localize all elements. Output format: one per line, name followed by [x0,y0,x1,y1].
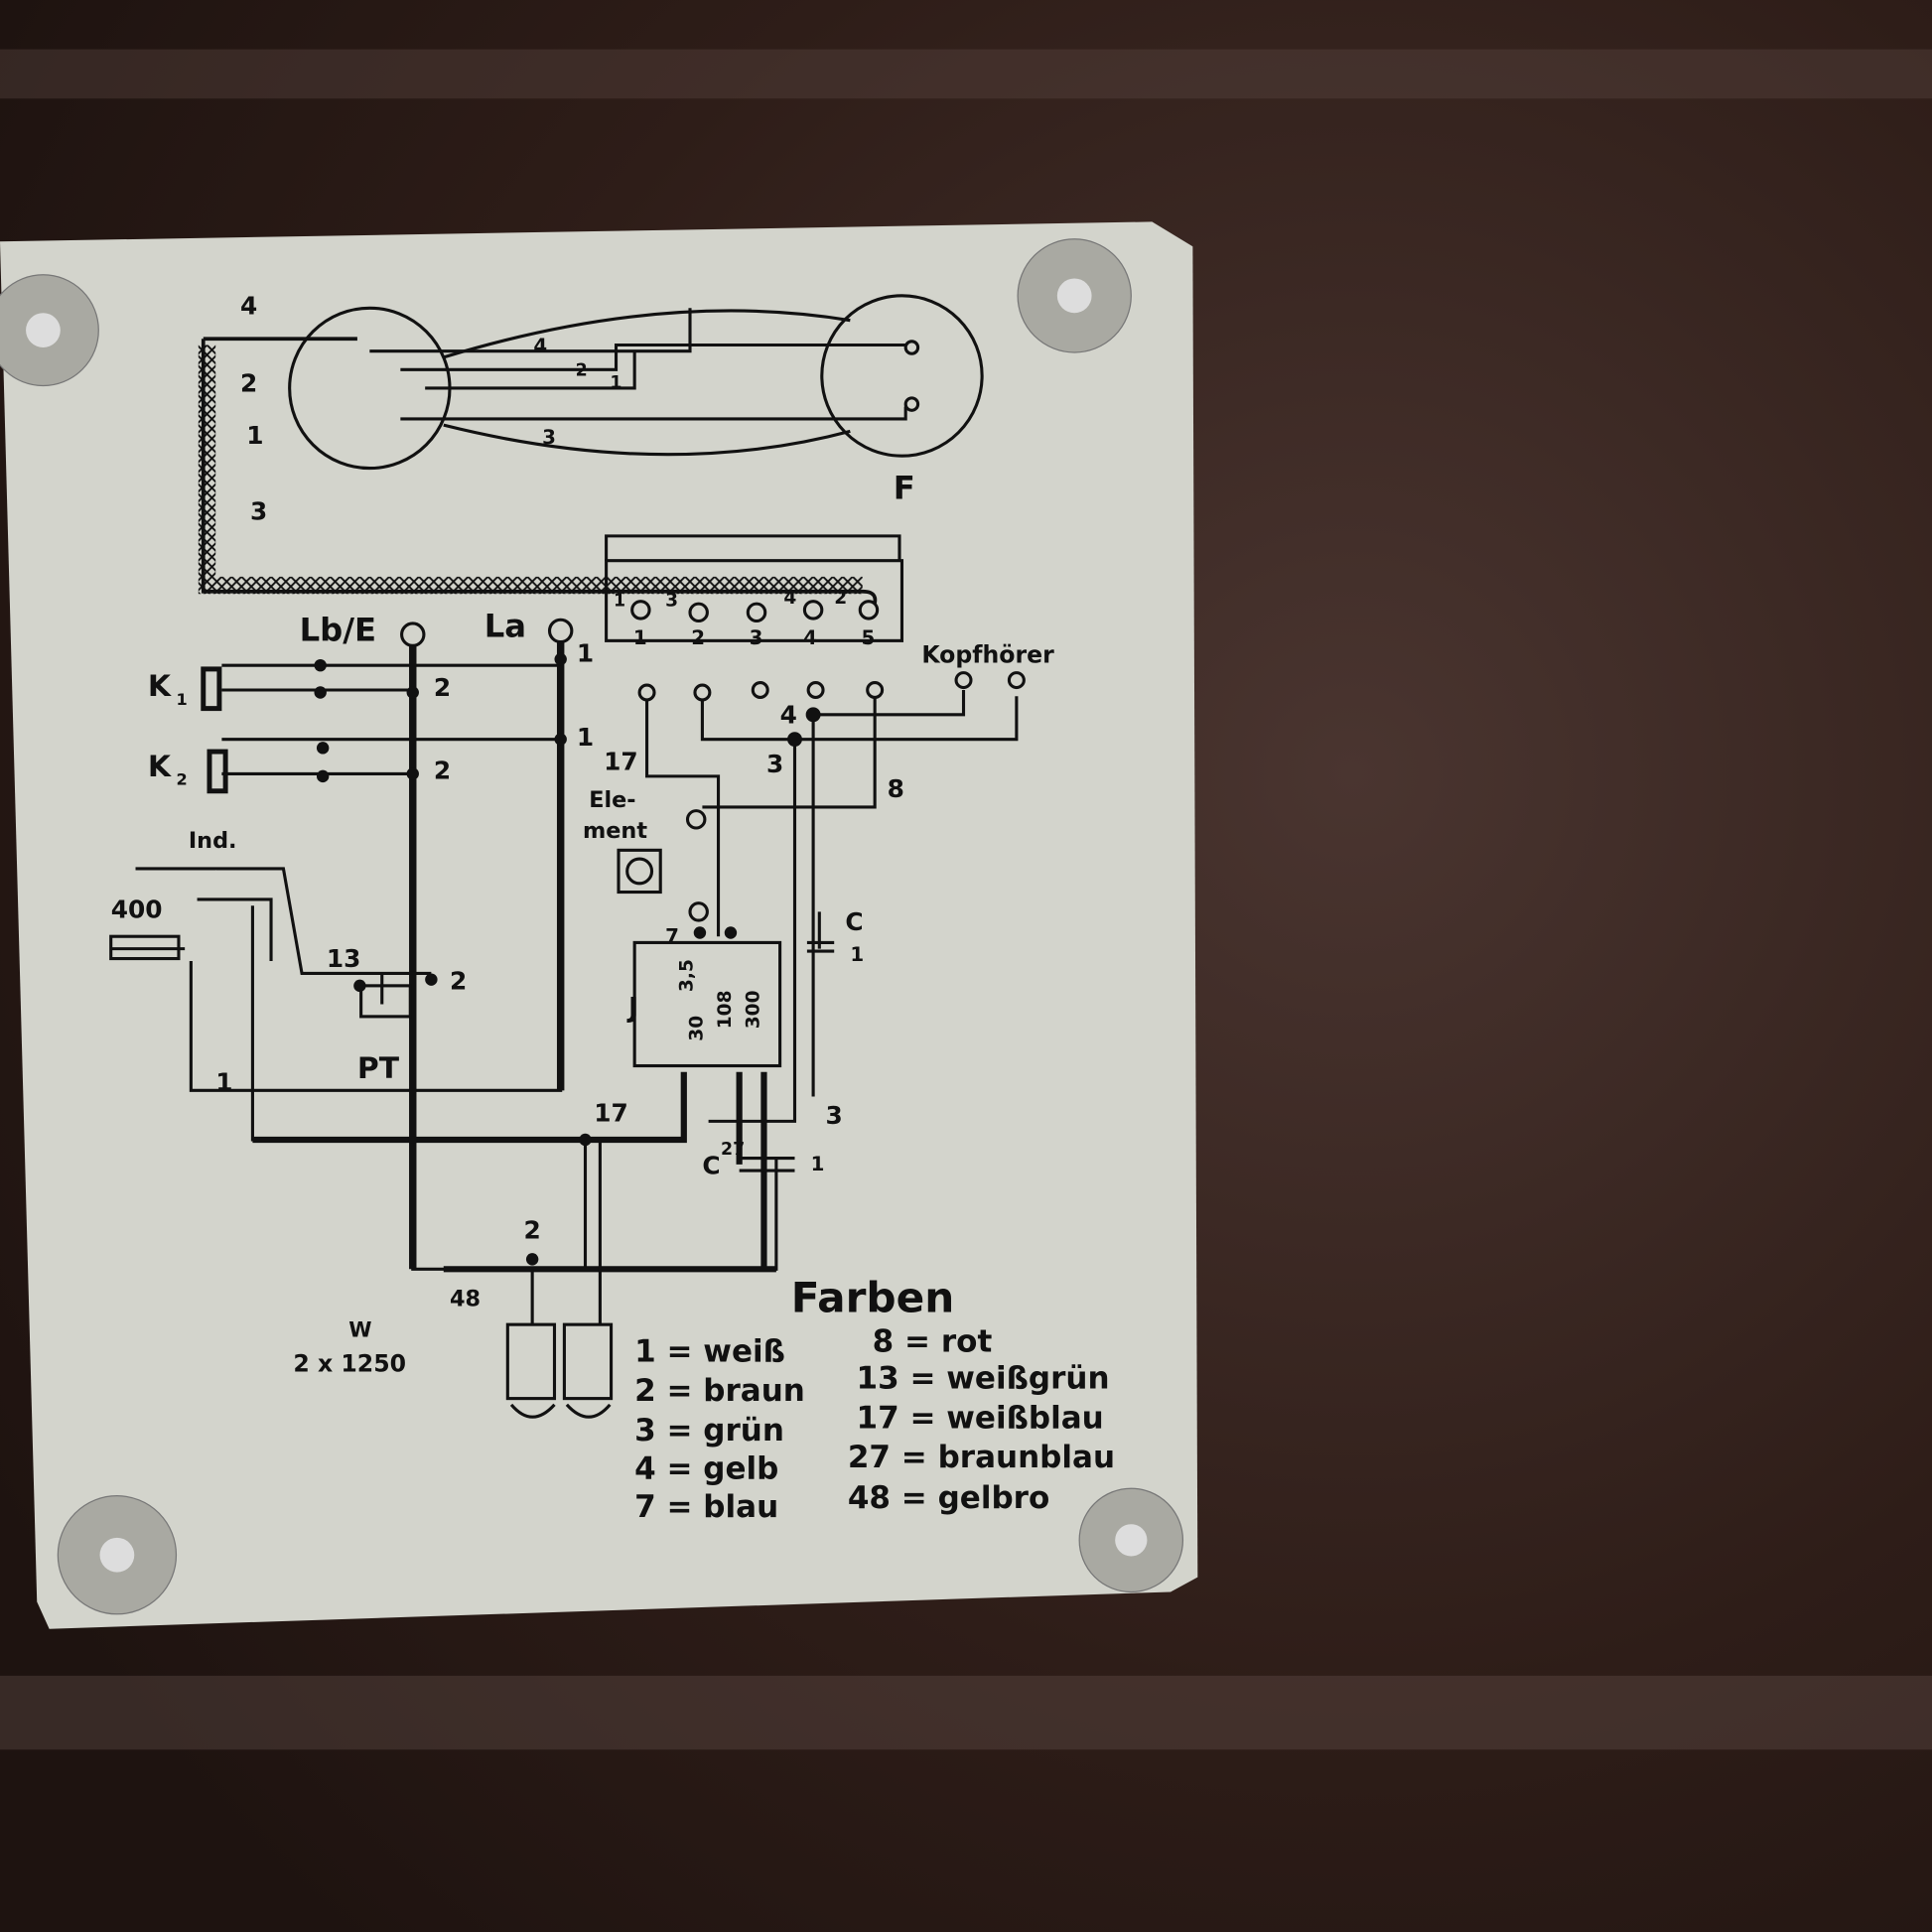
label: 1 [633,626,647,649]
label: K [148,669,172,704]
label: 1 [811,1153,825,1175]
label: K [148,750,172,784]
label: 1 [577,723,594,752]
label-j: J [626,993,638,1024]
label-f: F [894,470,915,507]
rivets [0,238,1132,1615]
terminal-lbe: Lb/E [300,611,376,648]
terminal-kopfhoerer: Kopfhörer [921,641,1054,669]
legend-item: 48 = gelbro [848,1480,1049,1516]
label-c: C [845,907,863,936]
junction-dots [314,652,821,1266]
label: 3 [750,626,763,649]
label-ind: Ind. [189,828,237,854]
diagram-plate [0,221,1198,1629]
label: 1 [610,373,621,393]
legend-title: Farben [791,1274,954,1322]
label: 17 [594,1098,628,1127]
label: 13 [327,944,361,973]
legend-item: 3 = grün [634,1413,784,1449]
label: 3 [826,1101,843,1130]
label: 3 [250,497,267,526]
label-c: C [702,1152,720,1180]
label: 8 [888,774,904,803]
label: 2 [523,1215,540,1244]
label: 4 [780,701,797,730]
label: 4 [240,291,257,320]
label: 2 [176,770,187,789]
label: 1 [850,943,864,966]
label: 300 [744,990,764,1029]
label: 5 [862,626,876,649]
label: 1 [614,592,625,612]
label: 4 [783,588,796,609]
legend-item: 13 = weißgrün [857,1361,1110,1397]
label-w-value: 2 x 1250 [293,1349,406,1377]
label: 2 [240,369,257,398]
label: 17 [604,748,638,776]
legend-item: 27 = braunblau [848,1440,1115,1475]
label: 2 [434,756,451,784]
key-k2-icon [207,749,228,794]
legend-item: 8 = rot [873,1323,993,1359]
label-element: ment [583,818,647,844]
label: 1 [246,421,263,450]
schematic-lines [109,294,1019,1419]
label: 2 [691,626,705,649]
terminal-la: La [484,608,526,645]
label: 4 [803,626,817,649]
key-k1-icon [201,666,222,712]
label: 4 [533,335,547,357]
label: 1 [215,1067,232,1096]
label: 27 [721,1140,745,1160]
legend-item: 7 = blau [634,1489,778,1525]
label: 1 [577,638,594,667]
label: 7 [665,924,679,947]
label: 2 [434,673,451,702]
label: 108 [715,990,736,1029]
label-w: W [348,1317,371,1342]
label: 2 [834,588,847,609]
label: 30 [686,1016,707,1041]
label: 1 [176,690,187,709]
legend-item: 17 = weißblau [857,1400,1104,1436]
label: 2 [576,361,588,381]
label-pt: PT [357,1051,400,1086]
legend-item: 2 = braun [634,1373,805,1409]
label-400: 400 [111,896,163,924]
legend-item: 1 = weiß [634,1333,785,1369]
label: 3 [665,591,678,612]
label: 3 [542,426,556,449]
color-legend: Farben 1 = weiß 2 = braun 3 = grün 4 = g… [634,1274,1115,1525]
legend-item: 4 = gelb [634,1450,778,1486]
label: 3,5 [676,959,697,992]
rivet-bottom-right [1078,1487,1184,1593]
label: 2 [450,967,467,996]
label: 48 [450,1287,481,1312]
label: 3 [766,750,783,778]
screw-terminals [400,340,1026,922]
label-element: Ele- [589,787,635,813]
